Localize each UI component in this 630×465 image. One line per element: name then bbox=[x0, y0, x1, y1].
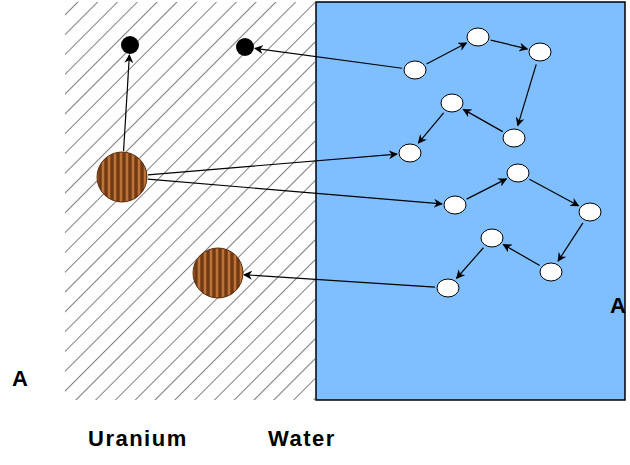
region-label: Water bbox=[268, 428, 336, 450]
neutron-arrow bbox=[491, 40, 528, 49]
neutron bbox=[579, 203, 601, 221]
neutron-paths bbox=[124, 40, 583, 287]
neutron-arrow bbox=[558, 223, 583, 261]
neutron bbox=[503, 129, 525, 147]
neutron bbox=[507, 164, 529, 182]
neutron bbox=[437, 279, 459, 297]
neutron bbox=[404, 61, 426, 79]
neutron bbox=[444, 196, 466, 214]
neutron-arrow bbox=[255, 48, 402, 68]
section-mark: A bbox=[610, 295, 626, 317]
region-label: Uranium bbox=[88, 428, 188, 450]
neutron bbox=[441, 94, 463, 112]
uranium-region bbox=[65, 2, 315, 400]
neutron bbox=[529, 43, 551, 61]
water-region bbox=[316, 2, 625, 400]
neutron bbox=[540, 263, 562, 281]
uranium-nucleus bbox=[97, 152, 147, 202]
neutron-arrow bbox=[148, 179, 442, 204]
section-mark: A bbox=[12, 368, 28, 390]
neutron-arrow bbox=[463, 109, 502, 131]
fission-fragment bbox=[121, 36, 139, 54]
neutron-arrow bbox=[244, 275, 435, 287]
neutron-arrow bbox=[124, 55, 130, 151]
fission-fragment bbox=[236, 38, 254, 56]
neutron-arrow bbox=[427, 43, 467, 64]
neutron-arrow bbox=[529, 179, 578, 206]
neutron-arrow bbox=[503, 244, 539, 265]
neutron-arrow bbox=[148, 154, 397, 175]
neutron-arrow bbox=[467, 179, 507, 199]
neutron-arrow bbox=[457, 248, 484, 278]
neutron bbox=[467, 28, 489, 46]
uranium-nucleus bbox=[193, 248, 243, 298]
neutron-arrow bbox=[518, 64, 536, 125]
neutron-arrow bbox=[418, 113, 443, 143]
neutron bbox=[481, 229, 503, 247]
particles bbox=[97, 28, 601, 298]
neutron bbox=[399, 144, 421, 162]
